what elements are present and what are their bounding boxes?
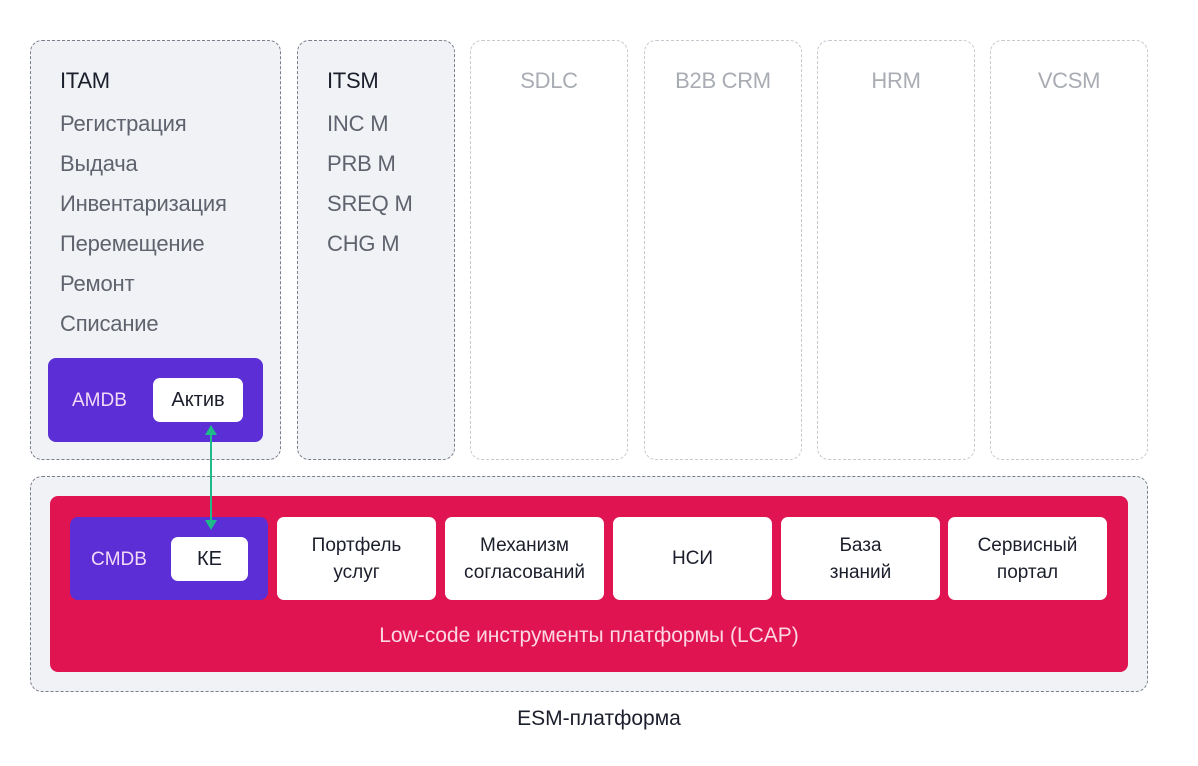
- tool-knowledge-base: База знаний: [781, 517, 940, 600]
- module-sdlc: SDLC: [470, 40, 628, 460]
- module-itsm: ITSM INC M PRB M SREQ M CHG M: [297, 40, 455, 460]
- tool-reference-data: НСИ: [613, 517, 772, 600]
- tool-approval-mechanism: Механизм согласований: [445, 517, 604, 600]
- cmdb-label: CMDB: [91, 549, 147, 570]
- amdb-box: AMDB Актив: [48, 358, 263, 442]
- tool-service-portal: Сервисный портал: [948, 517, 1107, 600]
- module-title-b2b-crm: B2B CRM: [675, 68, 771, 93]
- module-title-itsm: ITSM: [327, 68, 379, 93]
- module-title-vcsm: VCSM: [1037, 68, 1101, 93]
- itam-item-issue: Выдача: [60, 151, 138, 176]
- amdb-label: AMDB: [72, 390, 127, 411]
- itam-item-writeoff: Списание: [60, 311, 159, 336]
- tool-service-portfolio: Портфель услуг: [277, 517, 436, 600]
- module-b2b-crm: B2B CRM: [644, 40, 802, 460]
- itsm-item-prb: PRB M: [327, 151, 396, 176]
- itam-item-inventory: Инвентаризация: [60, 191, 227, 216]
- itsm-item-sreq: SREQ M: [327, 191, 413, 216]
- module-title-sdlc: SDLC: [520, 68, 578, 93]
- module-vcsm: VCSM: [990, 40, 1148, 460]
- itam-item-transfer: Перемещение: [60, 231, 205, 256]
- itsm-item-inc: INC M: [327, 111, 389, 136]
- itam-item-repair: Ремонт: [60, 271, 135, 296]
- itsm-item-chg: CHG M: [327, 231, 400, 256]
- module-hrm: HRM: [817, 40, 975, 460]
- amdb-entity: Актив: [153, 378, 243, 422]
- cmdb-entity: КЕ: [171, 537, 248, 581]
- lcap-caption: Low-code инструменты платформы (LCAP): [379, 624, 799, 647]
- esm-platform-caption: ESM-платформа: [517, 707, 681, 730]
- cmdb-box: CMDB КЕ: [70, 517, 268, 600]
- module-title-itam: ITAM: [60, 68, 110, 93]
- module-title-hrm: HRM: [871, 68, 921, 93]
- itam-item-registration: Регистрация: [60, 111, 187, 136]
